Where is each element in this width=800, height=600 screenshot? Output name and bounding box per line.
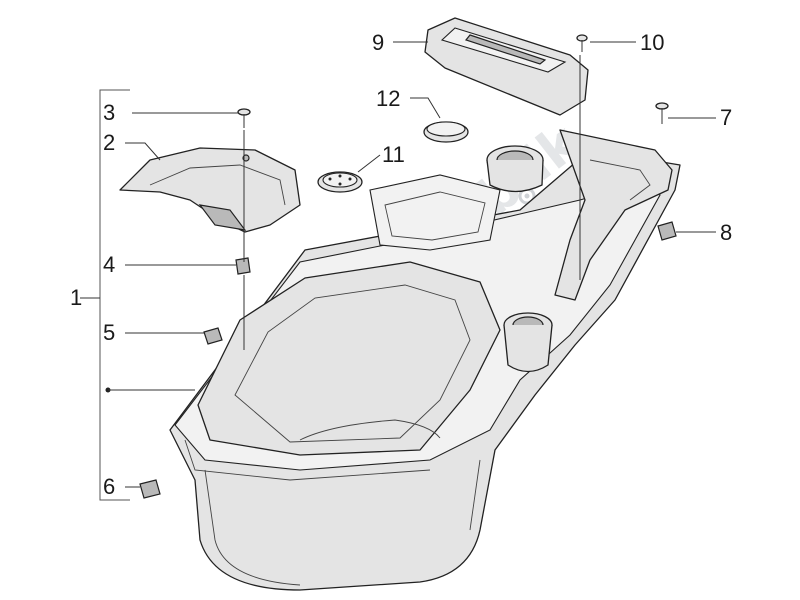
callout-3: 3 xyxy=(103,100,115,125)
screw-part-7 xyxy=(655,102,669,124)
flap-cover-part xyxy=(119,147,301,233)
callout-7: 7 xyxy=(720,105,732,130)
helmet-compartment-part xyxy=(169,129,681,591)
callout-8: 8 xyxy=(720,220,732,245)
callout-4: 4 xyxy=(103,252,115,277)
callout-9: 9 xyxy=(372,30,384,55)
callout-10: 10 xyxy=(640,30,664,55)
callout-12: 12 xyxy=(376,86,400,111)
cover-lid-part xyxy=(424,17,589,116)
grommet-part xyxy=(317,171,363,193)
screw-part-10 xyxy=(576,34,588,52)
screw-part-3 xyxy=(237,108,251,128)
callout-2: 2 xyxy=(103,130,115,155)
clip-part-4 xyxy=(235,257,251,275)
clip-part-6 xyxy=(139,479,161,499)
clip-part-8 xyxy=(657,221,677,241)
callout-11: 11 xyxy=(382,142,405,167)
callout-5: 5 xyxy=(103,320,115,345)
group-bracket xyxy=(99,89,130,501)
cap-part xyxy=(423,121,469,143)
callout-1: 1 xyxy=(70,285,82,310)
callout-6: 6 xyxy=(103,474,115,499)
clip-part-5 xyxy=(203,327,223,345)
